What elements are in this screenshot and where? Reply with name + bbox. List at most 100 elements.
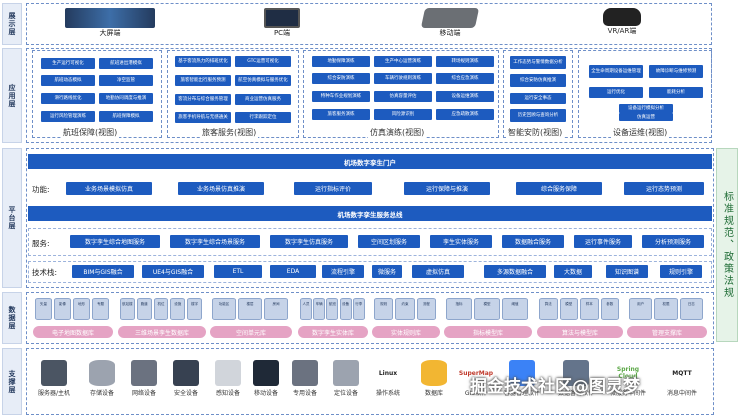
app-item[interactable]: 旅客服务演练 [312,109,370,120]
support-item: 数据库 [412,360,456,397]
support-layer [26,348,714,415]
app-item[interactable]: 地勤协同调度与推演 [99,93,153,104]
app-item[interactable]: 历史回顾与查询分析 [510,109,566,122]
app-item[interactable]: 全生命周期设备运维管理 [589,65,643,78]
app-item[interactable]: 旅客手机导航与无感通关 [175,112,231,123]
tech-item[interactable]: 知识图谱 [606,265,648,278]
app-item[interactable]: 商业运营仿真服务 [235,94,291,105]
standards-bar: 标准规范、政策法规 [716,148,738,342]
client-label: 大屏端 [99,29,121,37]
database-group: 航站楼跑道机位设施楼宇三维场景孪生数据库 [118,298,206,338]
support-item-label: 存储设备 [89,390,114,397]
database-cylinder-icon: 设施 [170,298,186,320]
tech-item[interactable]: 微服务 [372,265,402,278]
app-item[interactable]: 特种车作业规划演练 [312,91,370,102]
app-group-passenger-service: 基于客流热力的排班优化 GTC运营可视化 旅客智能出行服务预测 航空仿真模拟与服… [167,50,299,138]
app-item[interactable]: 转场规则演练 [436,56,494,67]
database-cylinder-icon: 参数 [600,298,619,320]
app-item[interactable]: 航空仿真模拟与服务优化 [235,75,291,86]
layer-label-application: 应用层 [2,48,22,143]
services-label: 服务: [32,239,50,248]
tech-item[interactable]: ETL [214,265,262,278]
network-icon [131,360,157,386]
tech-item[interactable]: BIM与GIS融合 [72,265,134,278]
app-item[interactable]: 综合应急演练 [436,73,494,84]
app-group-security: 工作态势与警情数据分析 综合安防仿真推演 运行安全事态 历史回顾与查询分析 智能… [503,50,573,138]
app-item[interactable]: 地勤保障演练 [312,56,370,67]
app-item[interactable]: 设备运行模拟分析 [619,104,673,113]
service-item[interactable]: 数字孪生仿真服务 [270,235,348,248]
app-item[interactable]: 风险源识别 [374,109,432,120]
services-row [28,228,712,256]
service-item[interactable]: 运行事件服务 [574,235,632,248]
app-item[interactable]: 客流分布与综合服务管理 [175,94,231,105]
tech-item[interactable]: 流程引擎 [322,265,364,278]
tech-item[interactable]: 规则引擎 [660,265,702,278]
database-group: 规则约束流程实体规则库 [372,298,440,338]
layer-label-platform: 平台层 [2,148,22,288]
function-item[interactable]: 运行保障与推演 [404,182,490,195]
support-item: 专用设备 [283,360,327,397]
service-item[interactable]: 数字孪生综合地图服务 [70,235,160,248]
database-cylinder-icon: 地形 [73,298,90,320]
app-item[interactable]: 仿真容量评估 [374,91,432,102]
app-item[interactable]: 综合安防演练 [312,73,370,84]
storage-icon [89,360,115,386]
client-large-screen: 大屏端 [64,8,156,38]
support-item-label: 微服务中间件 [609,390,646,397]
vr-headset-icon [603,8,641,26]
app-group-flight-support: 生产运行可视化 航班进出港模拟 航班动态模拟 净空监管 滑行路线优化 地勤协同调… [32,50,162,138]
app-item[interactable]: 设备运维演练 [436,91,494,102]
app-item[interactable]: 基于客流热力的排班优化 [175,56,231,67]
app-item[interactable]: 滑行路线优化 [41,93,95,104]
tech-item[interactable]: UE4与GIS融合 [142,265,204,278]
service-item[interactable]: 孪生实体服务 [430,235,492,248]
service-item[interactable]: 分析预测服务 [642,235,704,248]
app-item[interactable]: 运行风险管理演练 [41,111,95,122]
app-item[interactable]: 能耗分析 [649,87,703,98]
tech-item[interactable]: 大数据 [554,265,592,278]
app-item[interactable]: 综合安防仿真推演 [510,74,566,87]
app-group-caption: 智能安防(视图) [506,127,565,138]
tech-item[interactable]: 虚拟仿真 [412,265,464,278]
support-item: 服务器/主机 [32,360,76,397]
app-item[interactable]: 净空监管 [99,75,153,86]
app-item[interactable]: 运行优化 [589,87,643,98]
app-item[interactable]: 航班保障模拟 [99,111,153,122]
app-item[interactable]: 运行安全事态 [510,93,566,104]
app-item[interactable]: 生产运行可视化 [41,58,95,69]
app-item[interactable]: 故障诊断与维修预测 [649,65,703,78]
support-item-label: 容器管理软件 [503,390,540,397]
function-item[interactable]: 运行指标评价 [294,182,372,195]
app-item[interactable]: 生产中心运营演练 [374,56,432,67]
app-item[interactable]: 航班动态模拟 [41,75,95,86]
service-item[interactable]: 数据融合服务 [502,235,564,248]
app-item[interactable]: 车辆行驶规则演练 [374,73,432,84]
database-cylinder-icon: 算法 [539,298,558,320]
app-item[interactable]: 应急疏散演练 [436,109,494,120]
function-item[interactable]: 业务场景仿真推演 [178,182,264,195]
app-item[interactable]: 旅客智能出行服务预测 [175,75,231,86]
app-item[interactable]: 仿真运营 [619,113,673,121]
app-item[interactable]: 工作态势与警情数据分析 [510,56,566,69]
function-item[interactable]: 运行态势预测 [624,182,704,195]
tech-item[interactable]: EDA [270,265,316,278]
app-group-caption: 航班保障(视图) [61,127,120,138]
service-item[interactable]: 空间区划服务 [358,235,420,248]
portal-title-bar: 机场数字孪生门户 [28,154,712,169]
display-layer [26,3,712,45]
database-cylinder-icon: 模型 [559,298,578,320]
database-label: 电子地图数据库 [33,326,113,338]
database-cylinder-icon: 房间 [264,298,288,320]
support-item-label: 安全设备 [173,390,198,397]
gis-icon: SuperMap [458,369,494,377]
app-item[interactable]: GTC运营可视化 [235,56,291,67]
function-item[interactable]: 业务场景模拟仿真 [66,182,152,195]
service-item[interactable]: 数字孪生综合场景服务 [170,235,260,248]
tech-item[interactable]: 多源数据融合 [484,265,546,278]
support-item-label: GIS软件 [464,390,488,397]
app-item[interactable]: 行李跟踪定位 [235,112,291,123]
function-item[interactable]: 综合服务保障 [516,182,602,195]
database-cylinder-icon: 用户 [629,298,653,320]
app-item[interactable]: 航班进出港模拟 [99,58,153,69]
